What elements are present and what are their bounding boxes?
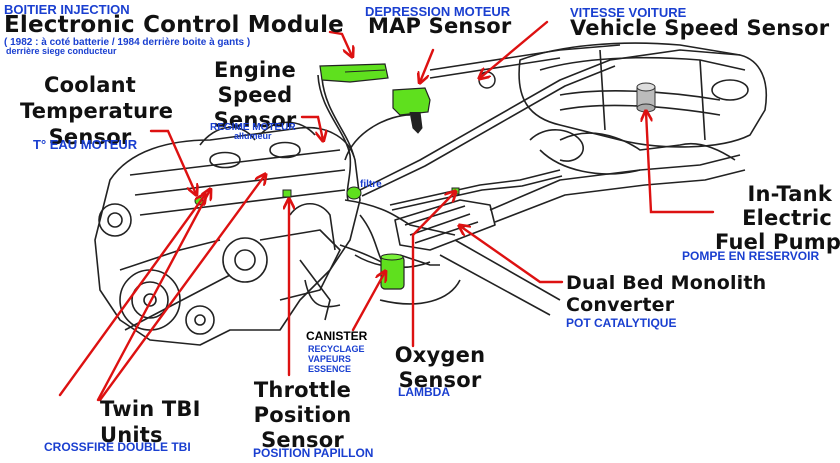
- arrow-ess: [300, 115, 323, 140]
- fuel-pump-line-3: Fuel Pump: [715, 230, 840, 254]
- fuel-pump-component: [636, 82, 656, 113]
- exhaust-illustration: [379, 129, 746, 316]
- filter-label: filtre: [360, 179, 382, 190]
- canister-fr-line-1: RECYCLAGE: [308, 344, 365, 354]
- ecm-note-seat: derrière siege conducteur: [6, 46, 117, 56]
- tbi-line-2: Units: [100, 423, 163, 447]
- coolant-label-fr: T° EAU MOTEUR: [33, 137, 138, 152]
- filter-component: [346, 186, 362, 200]
- tps-line-2: Position: [253, 403, 352, 427]
- ess-label-fr: REGIME MOTEUR: [210, 122, 296, 133]
- ess-label-fr-2: allumeur: [234, 131, 272, 141]
- fuel-pump-label-en: In-Tank Electric Fuel Pump: [715, 182, 840, 254]
- arrow-map: [420, 48, 435, 82]
- vss-label-en: Vehicle Speed Sensor: [570, 16, 830, 40]
- arrow-ecm: [328, 30, 352, 56]
- tps-line-1: Throttle: [253, 378, 352, 402]
- arrow-canister: [351, 272, 385, 332]
- tbi-label-en: Twin TBI Units: [100, 396, 201, 448]
- ecm-label-fr: BOITIER INJECTION: [4, 2, 130, 17]
- canister-fr-line-3: ESSENCE: [308, 364, 352, 374]
- canister-label-fr: RECYCLAGE VAPEURS ESSENCE: [308, 344, 365, 374]
- ecm-note-location: ( 1982 : à coté batterie / 1984 derrière…: [4, 37, 251, 48]
- coolant-line-1: Coolant: [43, 73, 137, 97]
- map-sensor-component: [392, 87, 431, 134]
- arrow-fuel-pump: [646, 112, 715, 214]
- vss-label-fr: VITESSE VOITURE: [570, 5, 687, 20]
- canister-fr-line-2: VAPEURS: [308, 354, 351, 364]
- vss-component: [478, 71, 496, 89]
- fuel-pump-label-fr: POMPE EN RESERVOIR: [682, 249, 820, 263]
- arrow-tbi-1: [96, 190, 210, 402]
- ess-line-1: Engine: [214, 58, 296, 82]
- converter-label-en: Dual Bed Monolith Converter: [566, 272, 766, 316]
- canister-label: CANISTER: [306, 329, 368, 343]
- engine-illustration: [94, 49, 741, 346]
- fuel-pump-line-2: Electric: [742, 206, 832, 230]
- coolant-label-en: Coolant Temperature Sensor: [20, 72, 174, 150]
- fuel-tank-illustration: [429, 42, 767, 175]
- arrow-tbi-3: [58, 195, 205, 397]
- oxygen-line-1: Oxygen: [394, 343, 486, 367]
- arrow-vss: [480, 20, 549, 78]
- converter-label-fr: POT CATALYTIQUE: [566, 316, 677, 330]
- ess-label-en: Engine Speed Sensor: [205, 58, 305, 133]
- tbi-label-fr: CROSSFIRE DOUBLE TBI: [44, 440, 191, 454]
- map-label-fr: DEPRESSION MOTEUR: [365, 4, 511, 19]
- converter-line-2: Converter: [566, 294, 675, 316]
- tps-label-en: Throttle Position Sensor: [245, 378, 360, 453]
- tps-line-3: Sensor: [261, 428, 344, 452]
- oxygen-line-2: Sensor: [398, 368, 482, 392]
- fuel-pump-line-1: In-Tank: [747, 182, 832, 206]
- tps-label-fr: POSITION PAPILLON: [253, 446, 374, 460]
- oxygen-label-en: Oxygen Sensor: [390, 343, 490, 393]
- ecm-label-en: Electronic Control Module: [4, 12, 344, 38]
- arrow-converter: [460, 226, 564, 284]
- converter-line-1: Dual Bed Monolith: [566, 272, 767, 294]
- ess-line-3: Sensor: [213, 108, 297, 132]
- oxygen-label-fr: LAMBDA: [398, 385, 450, 399]
- arrow-coolant: [149, 129, 196, 194]
- arrow-oxygen: [411, 192, 455, 348]
- arrow-tbi-2: [98, 175, 265, 402]
- ess-line-2: Speed: [217, 83, 293, 107]
- map-label-en: MAP Sensor: [368, 14, 512, 38]
- coolant-line-2: Temperature: [20, 99, 174, 123]
- tbi-line-1: Twin TBI: [100, 397, 201, 421]
- ecm-component: [319, 63, 389, 83]
- coolant-line-3: Sensor: [48, 125, 132, 149]
- tps-component: [282, 189, 292, 198]
